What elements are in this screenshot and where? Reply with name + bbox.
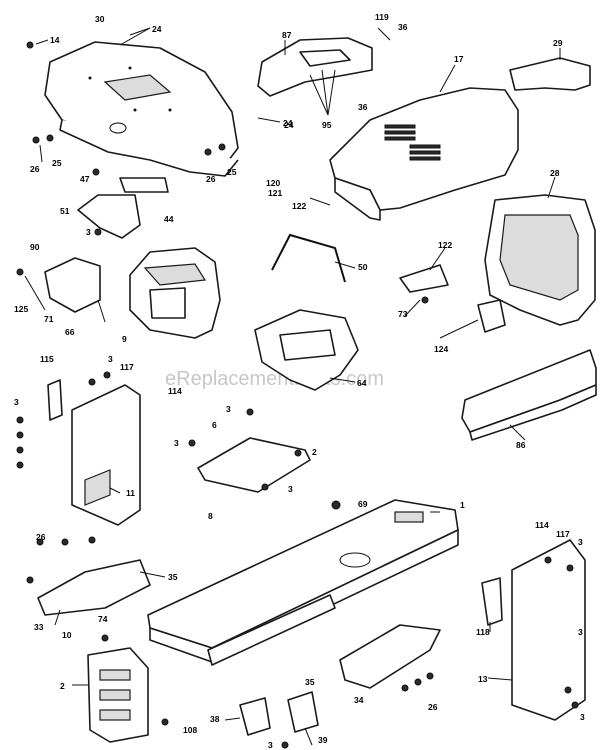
callout: 3 [578,627,583,637]
callout: 25 [52,158,62,168]
callout: 30 [95,14,105,24]
part-118-bracket[interactable] [481,577,503,626]
callout: 3 [14,397,19,407]
callout: 24 [284,120,294,130]
callout: 11 [126,488,135,498]
callout: 122 [292,201,306,211]
callout: 3 [174,438,179,448]
part-13-side-plate[interactable] [511,539,586,721]
callout: 121 [268,188,282,198]
callout: 115 [40,354,54,364]
callout: 64 [357,378,367,388]
part-87-bracket[interactable] [257,37,373,97]
callout: 36 [358,102,368,112]
callout: 44 [164,214,174,224]
callout: 117 [120,362,134,372]
callout: 47 [80,174,90,184]
callout: 122 [438,240,452,250]
part-122-bracket[interactable] [399,264,449,293]
callout: 14 [50,35,60,45]
callout: 25 [227,167,237,177]
fasteners [16,41,579,749]
part-38-bracket[interactable] [239,697,271,736]
callout: 2 [312,447,317,457]
part-17-hood[interactable] [329,87,519,221]
callout: 35 [168,572,178,582]
callout: 108 [183,725,197,735]
callout: 3 [288,484,293,494]
callout: 9 [122,334,127,344]
part-86-side-panel[interactable] [461,349,597,441]
callout: 28 [550,168,560,178]
callout: 114 [168,386,182,396]
part-34-step[interactable] [339,624,441,689]
part-6-plate[interactable] [197,437,311,493]
watermark: eReplacementParts.com [165,368,384,390]
callout: 34 [354,695,364,705]
callout: 90 [30,242,40,252]
callout: 3 [226,404,231,414]
callout: 17 [454,54,464,64]
callout: 26 [30,164,40,174]
callout: 125 [14,304,28,314]
callout: 71 [44,314,54,324]
callout-labels: 14 30 24 24 87 119 36 36 95 17 29 25 26 … [14,12,585,750]
callout: 3 [86,227,91,237]
callout: 120 [266,178,280,188]
part-50-wire[interactable] [271,233,346,283]
callout: 2 [60,681,65,691]
callout: 87 [282,30,292,40]
callout: 24 [152,24,162,34]
callout: 26 [428,702,438,712]
part-51-bracket[interactable] [77,194,141,239]
callout: 114 [535,520,549,530]
callout: 39 [318,735,328,745]
callout: 119 [375,12,389,22]
part-9-dash-panel[interactable] [129,247,221,339]
part-35-lower-plate[interactable] [207,594,336,666]
callout: 13 [478,674,488,684]
callout: 50 [358,262,368,272]
callout: 124 [434,344,448,354]
callout: 95 [322,120,332,130]
callout: 26 [206,174,216,184]
callout: 29 [553,38,563,48]
callout: 6 [212,420,217,430]
callout: 66 [65,327,75,337]
part-33-foot-pan[interactable] [37,559,151,616]
callout: 36 [398,22,408,32]
part-11-side-plate[interactable] [71,384,141,526]
part-28-dash[interactable] [484,194,596,326]
part-64-frame[interactable] [254,309,359,391]
callout: 86 [516,440,526,450]
callout: 10 [62,630,72,640]
part-44-bracket[interactable] [119,177,169,193]
callout: 26 [36,532,46,542]
callout: 74 [98,614,108,624]
part-2-panel[interactable] [87,647,149,743]
callout: 3 [108,354,113,364]
part-29-handle[interactable] [509,57,591,91]
callout: 69 [358,499,368,509]
leader-lines [24,27,561,746]
callout: 1 [460,500,465,510]
part-66-plate[interactable] [44,257,101,313]
callout: 24 [283,118,293,128]
callout: 73 [398,309,408,319]
callout: 3 [268,740,273,750]
callout: 8 [208,511,213,521]
part-30-hood-top[interactable] [44,41,239,177]
callout: 118 [476,627,490,637]
callout: 51 [60,206,70,216]
callout: 3 [580,712,585,722]
part-115-bracket[interactable] [47,379,63,421]
callout: 3 [578,537,583,547]
callout: 38 [210,714,220,724]
callout: 33 [34,622,44,632]
part-124-bracket[interactable] [477,299,506,333]
part-39-bracket[interactable] [287,691,319,733]
callout: 35 [305,677,315,687]
callout: 117 [556,529,570,539]
